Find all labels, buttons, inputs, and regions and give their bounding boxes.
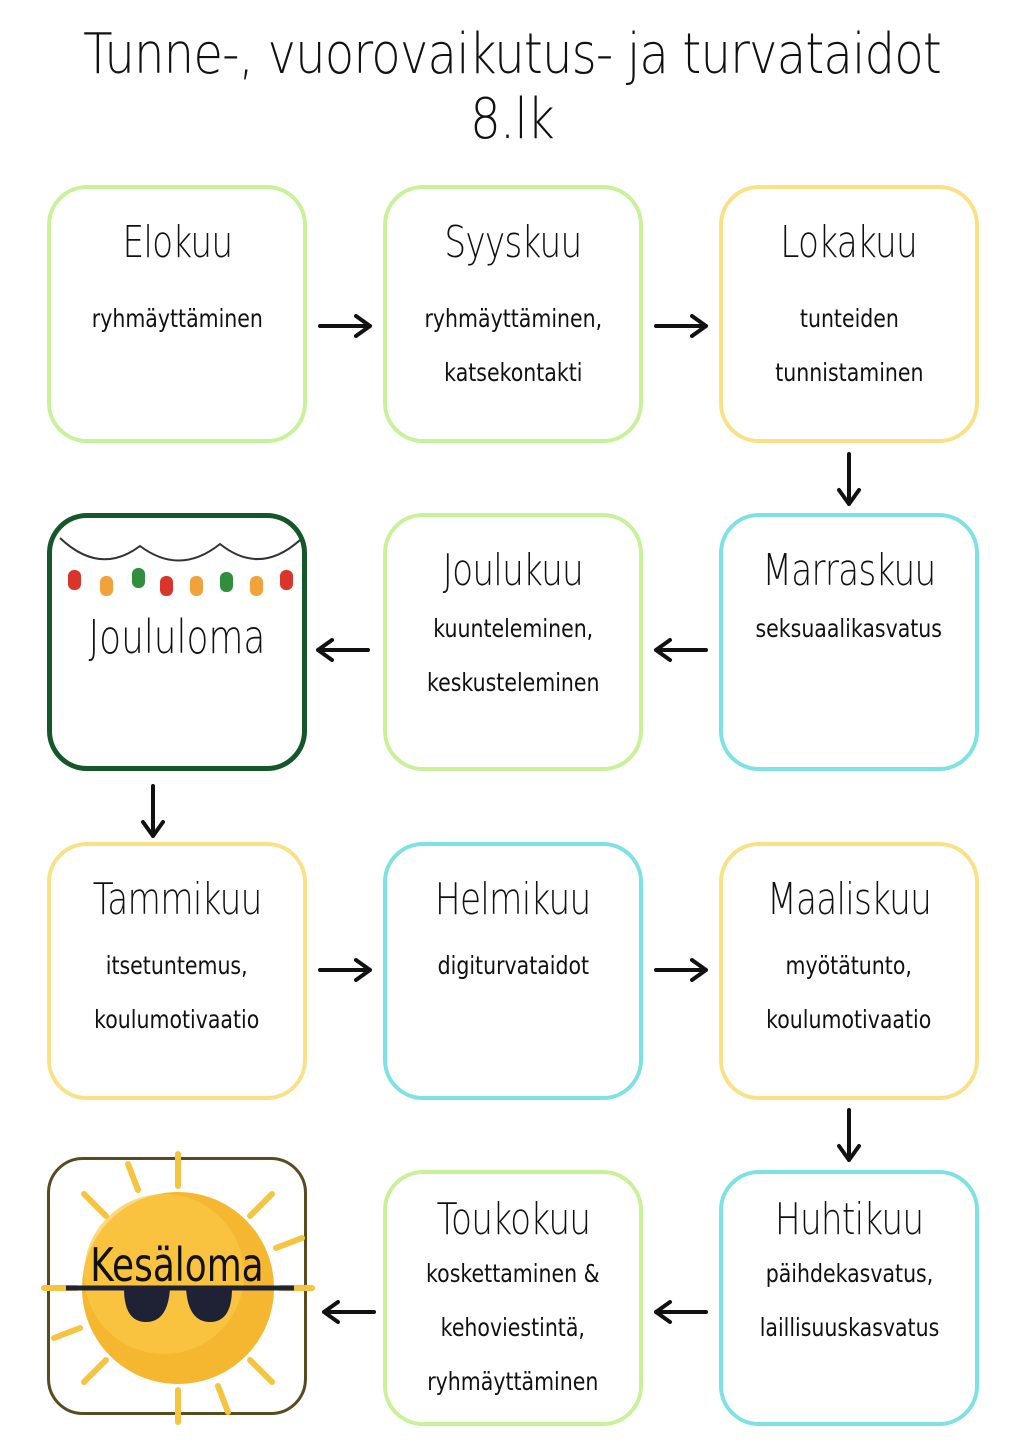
card-kesaloma: Kesäloma: [41, 1151, 315, 1425]
month-label: Maaliskuu: [767, 874, 932, 925]
topic-text: tunteiden tunnistaminen: [774, 304, 924, 387]
topic-text: koskettaminen & kehoviestintä, ryhmäyttä…: [426, 1259, 600, 1396]
arrow-right-icon: [654, 956, 710, 984]
page-title: Tunne-, vuorovaikutus- ja turvataidot 8.…: [83, 22, 942, 152]
card-marraskuu: Marraskuu seksuaalikasvatus: [719, 513, 979, 771]
card-huhtikuu: Huhtikuu päihdekasvatus, laillisuuskasva…: [719, 1170, 979, 1426]
topic-text: myötätunto, koulumotivaatio: [766, 951, 932, 1034]
arrow-right-icon: [318, 956, 374, 984]
topic-text: itsetuntemus, koulumotivaatio: [94, 951, 260, 1034]
sun-with-sunglasses-icon: [36, 1146, 320, 1430]
card-tammikuu: Tammikuu itsetuntemus, koulumotivaatio: [47, 842, 307, 1100]
card-joulukuu: Joulukuu kuunteleminen, keskusteleminen: [383, 513, 643, 771]
topic-text: digiturvataidot: [437, 951, 589, 980]
card-syyskuu: Syyskuu ryhmäyttäminen, katsekontakti: [383, 185, 643, 443]
month-label: Huhtikuu: [774, 1194, 924, 1245]
month-label: Helmikuu: [435, 874, 591, 925]
month-label: Toukokuu: [436, 1194, 590, 1245]
month-label: Elokuu: [122, 217, 233, 268]
topic-text: ryhmäyttäminen: [91, 304, 263, 333]
month-label: Syyskuu: [444, 217, 582, 268]
arrow-left-icon: [652, 636, 708, 664]
card-lokakuu: Lokakuu tunteiden tunnistaminen: [719, 185, 979, 443]
topic-text: kuunteleminen, keskusteleminen: [426, 614, 600, 697]
card-toukokuu: Toukokuu koskettaminen & kehoviestintä, …: [383, 1170, 643, 1426]
card-helmikuu: Helmikuu digiturvataidot: [383, 842, 643, 1100]
topic-text: ryhmäyttäminen, katsekontakti: [424, 304, 602, 387]
card-elokuu: Elokuu ryhmäyttäminen: [47, 185, 307, 443]
string-lights-icon: [56, 526, 300, 610]
month-label: Tammikuu: [92, 874, 263, 925]
holiday-label: Kesäloma: [90, 1238, 264, 1292]
arrow-down-icon: [835, 1108, 863, 1164]
arrow-down-icon: [835, 452, 863, 508]
topic-text: seksuaalikasvatus: [755, 614, 943, 643]
card-maaliskuu: Maaliskuu myötätunto, koulumotivaatio: [719, 842, 979, 1100]
holiday-label: Joululoma: [88, 610, 266, 664]
card-joululoma: Joululoma: [47, 513, 307, 771]
arrow-right-icon: [318, 312, 374, 340]
month-label: Joulukuu: [442, 545, 584, 596]
arrow-left-icon: [314, 636, 370, 664]
month-label: Marraskuu: [762, 545, 936, 596]
arrow-right-icon: [654, 312, 710, 340]
arrow-down-icon: [139, 784, 167, 840]
topic-text: päihdekasvatus, laillisuuskasvatus: [759, 1259, 939, 1342]
month-label: Lokakuu: [780, 217, 918, 268]
arrow-left-icon: [320, 1298, 376, 1326]
arrow-left-icon: [652, 1298, 708, 1326]
